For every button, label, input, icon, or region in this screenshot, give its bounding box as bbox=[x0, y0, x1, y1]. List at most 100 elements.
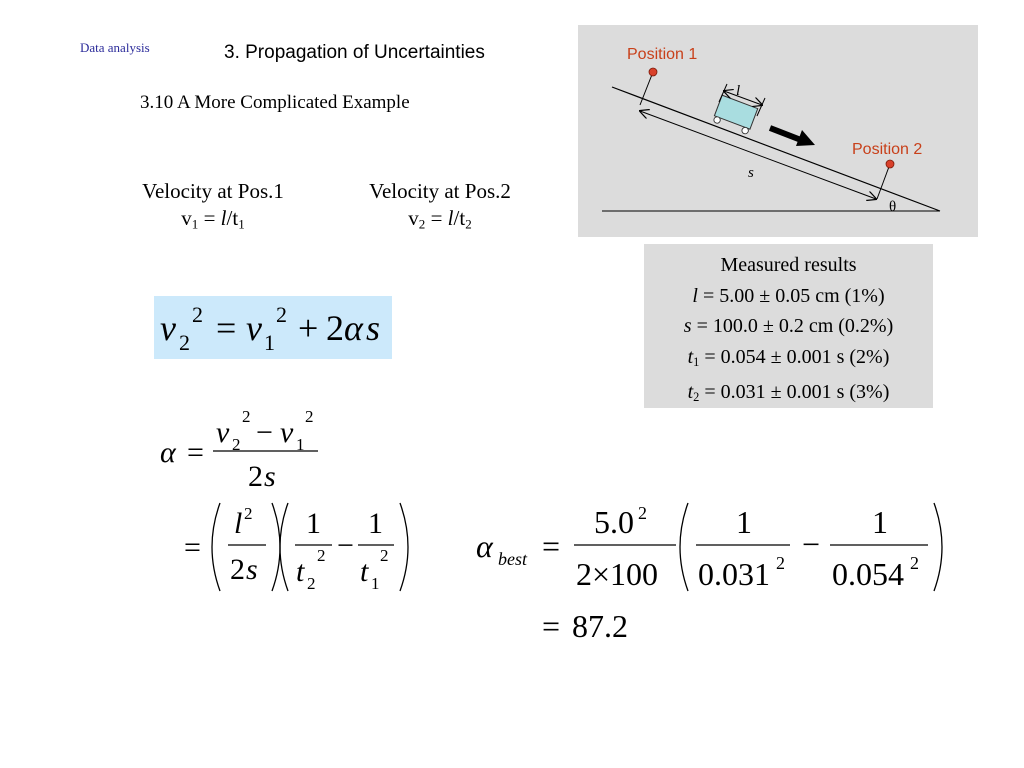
angle-label: θ bbox=[889, 199, 896, 215]
equals-sign: = bbox=[216, 308, 236, 348]
t1-value: 0.054 bbox=[832, 556, 904, 592]
velocity-pos1-label: Velocity at Pos.1 bbox=[142, 179, 284, 203]
kinematic-equation: v 2 2 = v 1 2 + 2 α s bbox=[154, 296, 392, 359]
exponent: 2 bbox=[317, 546, 326, 565]
v-subscript: 2 bbox=[418, 216, 426, 232]
alpha-expanded-equation: = l 2 2 s 1 t 2 2 − 1 t 1 2 bbox=[184, 502, 409, 593]
velocity-pos2-formula: v2 = l/t2 bbox=[408, 206, 472, 232]
t-subscript: 2 bbox=[465, 216, 472, 232]
motion-arrow bbox=[768, 125, 803, 143]
v-symbol: v bbox=[216, 416, 230, 449]
subscript-1: 1 bbox=[264, 330, 275, 355]
position2-label: Position 2 bbox=[852, 141, 922, 158]
distance-arrow bbox=[640, 111, 876, 199]
exponent: 2 bbox=[244, 504, 253, 523]
right-paren bbox=[399, 502, 409, 592]
right-paren bbox=[933, 502, 943, 592]
numerator-1: 1 bbox=[306, 507, 321, 540]
length-arrow bbox=[724, 91, 762, 105]
v-symbol: v bbox=[280, 416, 294, 449]
exponent: 2 bbox=[305, 407, 314, 426]
numerator-value: 5.0 bbox=[594, 504, 634, 540]
measured-row-t2: t2 = 0.031 ± 0.001 s (3%) bbox=[644, 377, 933, 413]
equals-sign: = bbox=[187, 436, 204, 469]
exponent: 2 bbox=[380, 546, 389, 565]
right-paren bbox=[271, 502, 281, 592]
measured-row-t1: t1 = 0.054 ± 0.001 s (2%) bbox=[644, 342, 933, 378]
alpha-best-subscript: best bbox=[498, 549, 528, 569]
minus-sign: − bbox=[337, 529, 354, 562]
row-symbol: s bbox=[683, 315, 692, 337]
v-symbol: v bbox=[408, 206, 419, 230]
l-symbol: l bbox=[220, 206, 227, 230]
t-subscript: 1 bbox=[238, 216, 245, 232]
t2-value: 0.031 bbox=[698, 556, 770, 592]
slide-title: 3. Propagation of Uncertainties bbox=[224, 42, 485, 63]
row-text: = 0.054 ± 0.001 s (2%) bbox=[699, 345, 890, 368]
row-symbol: t bbox=[687, 345, 694, 368]
position1-dot bbox=[648, 67, 658, 77]
measured-results-title: Measured results bbox=[720, 254, 857, 276]
row-subscript: 1 bbox=[693, 354, 700, 369]
measured-row-l: l = 5.00 ± 0.05 cm (1%) bbox=[644, 281, 933, 312]
exponent: 2 bbox=[276, 302, 287, 327]
s-symbol: s bbox=[366, 308, 380, 348]
numerator-1: 1 bbox=[736, 504, 752, 540]
incline-diagram-svg: Position 1 Position 2 l s θ bbox=[602, 46, 941, 215]
alpha-symbol: α bbox=[344, 308, 364, 348]
equals-sign: = bbox=[542, 528, 560, 564]
exponent: 2 bbox=[192, 302, 203, 327]
alpha-best-result: 87.2 bbox=[572, 608, 628, 644]
exponent: 2 bbox=[776, 553, 785, 573]
subscript-1: 1 bbox=[296, 435, 305, 454]
exponent: 2 bbox=[910, 553, 919, 573]
row-text: = 100.0 ± 0.2 cm (0.2%) bbox=[691, 315, 894, 337]
length-label: l bbox=[736, 83, 740, 99]
equals-sign: = bbox=[184, 531, 201, 564]
left-paren bbox=[211, 502, 221, 592]
result-equals-sign: = bbox=[542, 608, 560, 644]
denominator-2: 2 bbox=[248, 460, 263, 493]
row-symbol: l bbox=[692, 284, 698, 307]
v-symbol: v bbox=[246, 308, 262, 348]
distance-label: s bbox=[748, 165, 754, 181]
alpha-symbol: α bbox=[476, 528, 494, 564]
subscript-2: 2 bbox=[307, 574, 316, 593]
v-symbol: v bbox=[160, 308, 176, 348]
denominator-value: 2×100 bbox=[576, 556, 658, 592]
measured-row-s: s = 100.0 ± 0.2 cm (0.2%) bbox=[644, 311, 933, 342]
minus-sign: − bbox=[802, 526, 820, 562]
motion-arrowhead bbox=[796, 130, 815, 146]
numerator-1: 1 bbox=[872, 504, 888, 540]
l-symbol: l bbox=[447, 206, 454, 230]
position2-marker-line bbox=[876, 163, 891, 200]
t-symbol: t bbox=[360, 555, 369, 588]
left-paren bbox=[279, 502, 289, 592]
s-symbol: s bbox=[246, 553, 258, 586]
alpha-best-equation: α best = 5.0 2 2×100 1 0.031 2 − 1 0.054… bbox=[476, 502, 943, 644]
t-symbol: t bbox=[459, 206, 466, 230]
row-subscript: 2 bbox=[693, 390, 700, 405]
v-subscript: 1 bbox=[191, 216, 199, 232]
t-symbol: t bbox=[232, 206, 239, 230]
left-paren bbox=[679, 502, 689, 592]
position1-label: Position 1 bbox=[627, 46, 697, 63]
subscript-1: 1 bbox=[371, 574, 380, 593]
minus-sign: − bbox=[256, 416, 273, 449]
denominator-2: 2 bbox=[230, 553, 245, 586]
position2-dot bbox=[885, 159, 895, 169]
row-text: = 0.031 ± 0.001 s (3%) bbox=[699, 381, 890, 404]
length-tick-right bbox=[756, 97, 766, 117]
velocity-pos2-label: Velocity at Pos.2 bbox=[369, 179, 511, 203]
subscript-2: 2 bbox=[179, 330, 190, 355]
coefficient-2: 2 bbox=[326, 308, 344, 348]
section-tag: Data analysis bbox=[80, 40, 150, 55]
slide-subtitle: 3.10 A More Complicated Example bbox=[140, 92, 410, 113]
subscript-2: 2 bbox=[232, 435, 241, 454]
numerator-1: 1 bbox=[368, 507, 383, 540]
row-text: = 5.00 ± 0.05 cm (1%) bbox=[697, 284, 885, 307]
alpha-definition-equation: α = v 2 2 − v 1 2 2 s bbox=[160, 407, 318, 493]
s-symbol: s bbox=[264, 460, 276, 493]
l-symbol: l bbox=[234, 507, 242, 540]
incline-diagram: Position 1 Position 2 l s θ bbox=[578, 25, 978, 237]
